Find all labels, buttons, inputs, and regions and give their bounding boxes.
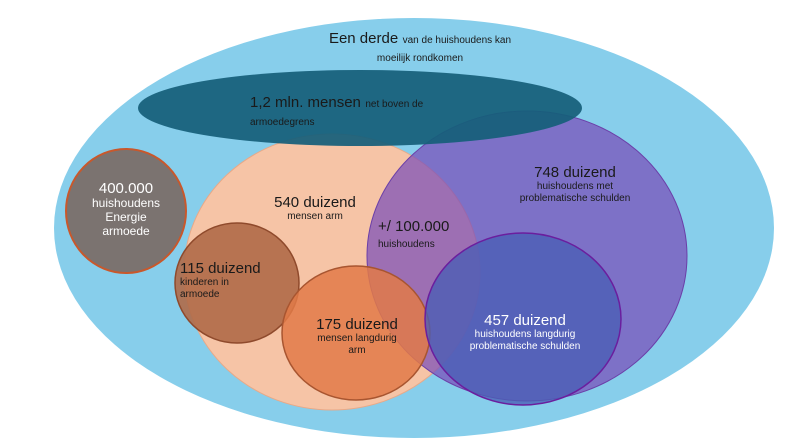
circle-children — [174, 222, 300, 344]
label-children: 115 duizend kinderen in armoede — [180, 260, 280, 300]
label-debts-headline: 748 duizend — [534, 164, 616, 181]
label-long-debts-line2: huishoudens langdurig — [474, 329, 576, 341]
label-children-line3: armoede — [180, 288, 220, 300]
label-overlap-headline: +/ 100.000 — [378, 218, 450, 235]
label-overlap: +/ 100.000 huishoudens — [378, 218, 478, 251]
label-overlap-line2: huishoudens — [378, 239, 435, 251]
label-energy-poverty-line3: Energie — [105, 210, 147, 225]
label-long-poor: 175 duizend mensen langdurig arm — [298, 316, 416, 356]
label-debts-line3: problematische schulden — [519, 192, 631, 204]
circle-energy-poverty — [65, 148, 187, 274]
label-long-debts: 457 duizend huishoudens langdurig proble… — [455, 312, 595, 352]
label-one-third-line2: moeilijk rondkomen — [376, 53, 464, 65]
label-long-poor-line2: mensen langdurig — [317, 333, 397, 345]
label-children-line2: kinderen in — [180, 277, 229, 289]
label-one-third-headline: Een derde — [328, 30, 399, 47]
label-poor-line2: mensen arm — [287, 211, 343, 223]
label-poor-headline: 540 duizend — [274, 194, 356, 211]
label-long-debts-line3: problematische schulden — [469, 340, 581, 352]
label-near-poverty-headline: 1,2 mln. mensen — [250, 94, 361, 111]
label-one-third: Een derde van de huishoudens kan moeilij… — [300, 30, 540, 67]
label-poor: 540 duizend mensen arm — [260, 194, 370, 223]
label-near-poverty-rest: net boven de — [365, 99, 424, 110]
label-energy-poverty-line4: armoede — [102, 223, 150, 238]
label-long-poor-line3: arm — [348, 344, 366, 356]
ellipse-near-poverty — [138, 70, 582, 146]
label-debts-line2: huishoudens met — [536, 181, 614, 193]
label-one-third-rest: van de huishoudens kan — [402, 35, 512, 46]
label-long-poor-headline: 175 duizend — [316, 316, 398, 333]
label-near-poverty: 1,2 mln. mensen net boven de armoedegren… — [250, 94, 460, 131]
label-energy-poverty-line1: 400.000 — [98, 180, 154, 197]
label-near-poverty-line2: armoedegrens — [250, 117, 315, 129]
circle-long-debts — [424, 232, 622, 406]
label-energy-poverty-line2: huishoudens — [91, 196, 161, 211]
label-debts: 748 duizend huishoudens met problematisc… — [495, 164, 655, 204]
label-children-headline: 115 duizend — [180, 260, 261, 277]
label-energy-poverty: 400.000 huishoudens Energie armoede — [78, 180, 174, 239]
label-long-debts-headline: 457 duizend — [484, 312, 566, 329]
